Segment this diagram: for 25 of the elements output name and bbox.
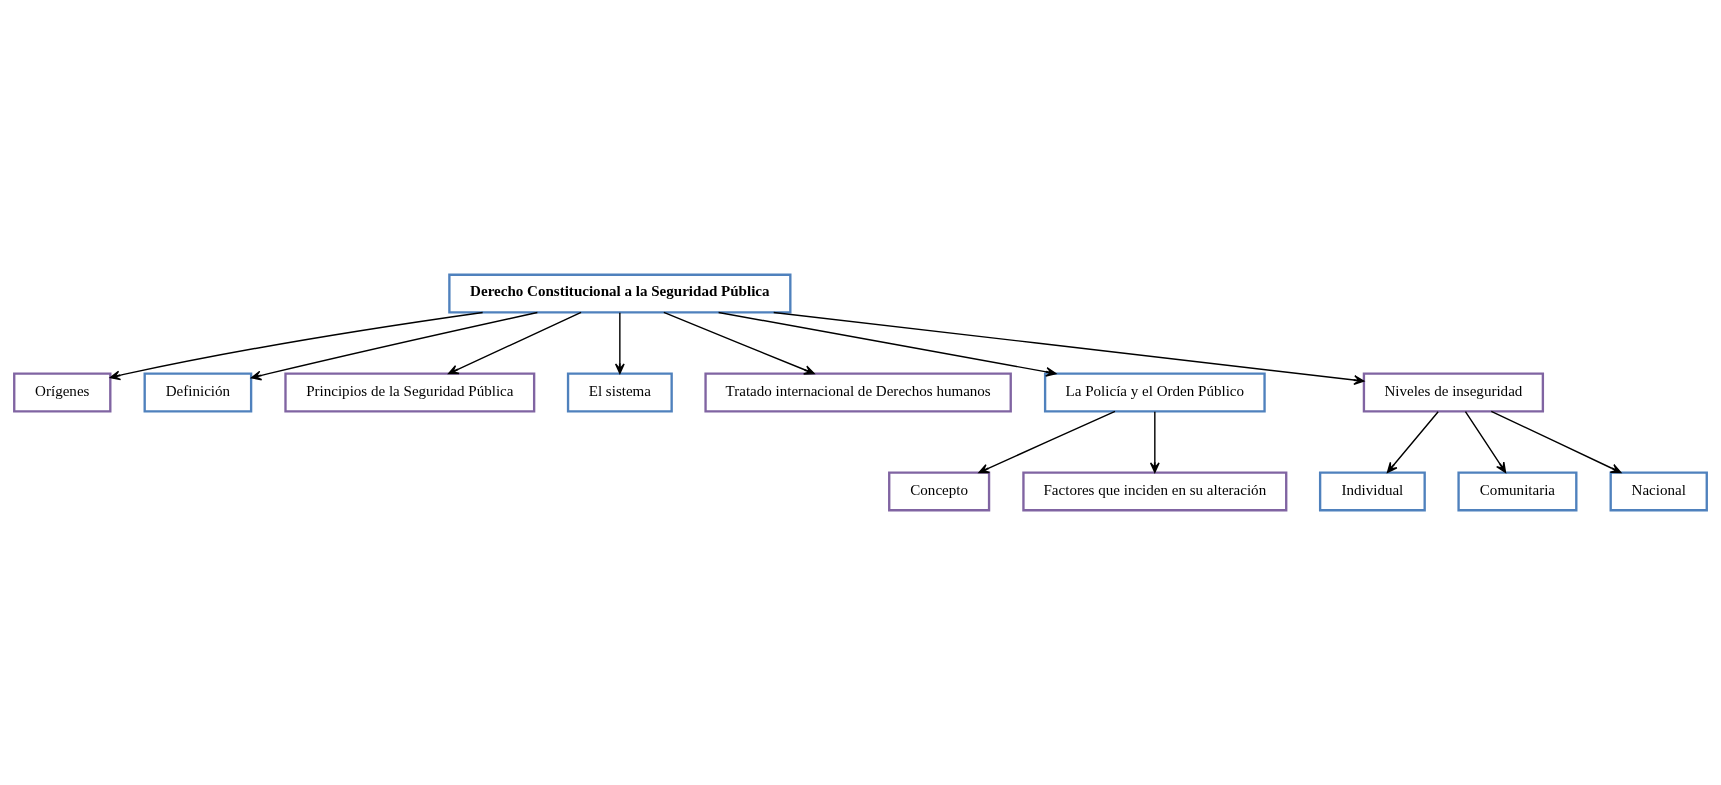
arrow (773, 311, 1365, 385)
node-box: Comunitaria (1457, 471, 1578, 512)
arrow (663, 311, 815, 375)
arrow (978, 410, 1116, 474)
arrow (109, 311, 484, 381)
arrow (250, 311, 539, 381)
node-box: El sistema (566, 372, 673, 413)
node-box: Tratado internacional de Derechos humanos (704, 372, 1012, 413)
node-box: Definición (143, 372, 253, 413)
arrow (448, 311, 582, 375)
node-box: Individual (1318, 471, 1426, 512)
arrow (1490, 410, 1622, 474)
arrow (1149, 411, 1160, 473)
node-box: Orígenes (13, 372, 112, 413)
node-box: Niveles de inseguridad (1362, 372, 1545, 413)
arrow (1464, 411, 1507, 473)
node-box: Concepto (888, 471, 991, 512)
node-box: Derecho Constitucional a la Seguridad Pública (448, 273, 792, 314)
arrow (1386, 411, 1439, 473)
node-box: Factores que inciden en su alteración (1022, 471, 1288, 512)
node-box: La Policía y el Orden Público (1043, 372, 1266, 413)
node-box: Nacional (1609, 471, 1708, 512)
node-box: Principios de la Seguridad Pública (284, 372, 536, 413)
arrow (717, 311, 1057, 377)
arrow (614, 312, 625, 375)
